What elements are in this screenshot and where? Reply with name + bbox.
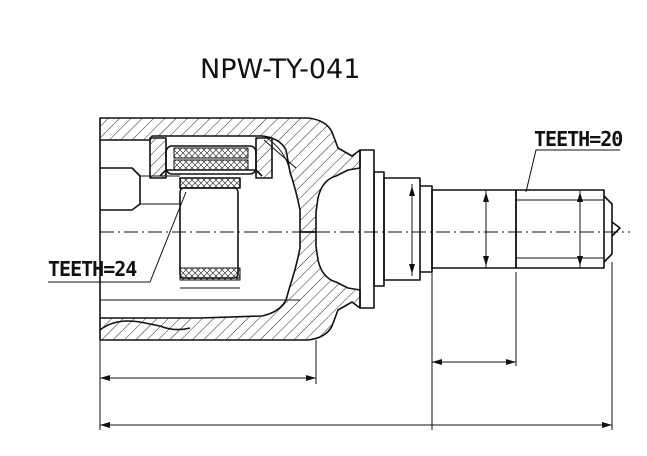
- shaft-flange: [359, 149, 433, 309]
- inner-teeth-label: TEETH=24: [48, 257, 137, 281]
- outer-teeth-label: TEETH=20: [534, 127, 622, 151]
- roller-bearing: [149, 137, 273, 179]
- outer-teeth-callout: [525, 149, 620, 193]
- housing-section: [99, 117, 361, 341]
- part-number-title: NPW-TY-041: [200, 54, 360, 85]
- dimension-lines: [99, 186, 613, 430]
- inner-teeth-callout: [48, 191, 187, 283]
- inner-spline-hub: [179, 177, 241, 289]
- output-shaft: [431, 189, 621, 269]
